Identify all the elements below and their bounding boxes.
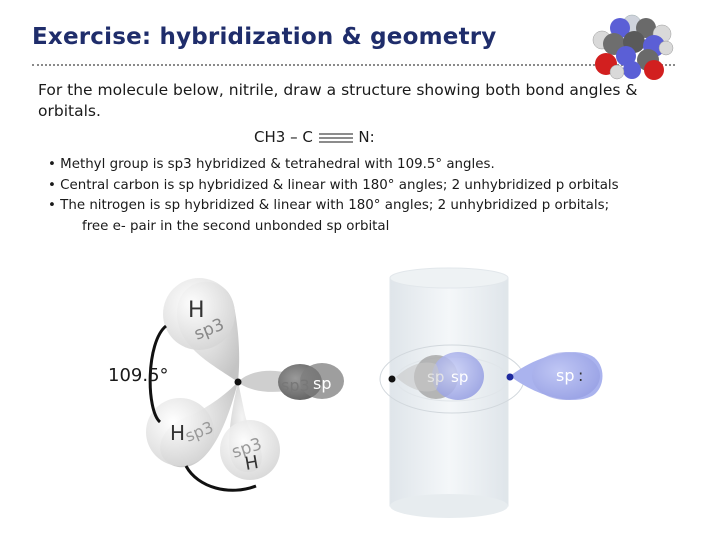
formula-nitrogen-part: N:	[358, 128, 375, 146]
nitrile-formula: CH3 – C N:	[254, 128, 375, 146]
orbital-diagram: 109.5° H sp3 H sp3 sp3 H sp3 sp sp sp sp…	[108, 267, 603, 518]
carbon-carbon-sigma-bond	[278, 363, 344, 400]
exercise-prompt: For the molecule below, nitrile, draw a …	[38, 81, 638, 120]
hydrogen-label-bottom: H	[243, 452, 260, 475]
central-carbon-nucleus	[388, 375, 396, 383]
nitrogen-nucleus	[506, 373, 514, 381]
cc-bond-sp-label: sp	[313, 374, 332, 393]
bullet-nitrogen: • The nitrogen is sp hybridized & linear…	[48, 198, 610, 213]
carbon-nitrogen-sigma-bond	[396, 352, 484, 400]
methyl-carbon-nucleus	[234, 378, 242, 386]
formula-methyl-part: CH3 – C	[254, 128, 313, 146]
methyl-sp3-orbitals	[146, 278, 301, 480]
lone-pair-sp-label: sp	[556, 366, 575, 385]
cc-bond-sp3-label: sp3	[281, 376, 310, 395]
slide-title: Exercise: hybridization & geometry	[32, 24, 497, 50]
lone-pair-dots: :	[578, 366, 583, 385]
bullet-central-carbon: • Central carbon is sp hybridized & line…	[48, 177, 619, 193]
cn-bond-carbon-sp-label: sp	[427, 368, 444, 386]
bullet-methyl: • Methyl group is sp3 hybridized & tetra…	[48, 157, 495, 172]
bond-angle-arc-upper	[148, 324, 168, 424]
hydrogen-label-left: H	[170, 421, 185, 445]
bond-angle-label: 109.5°	[108, 365, 169, 386]
hydrogen-label-top: H	[188, 298, 205, 323]
bond-angle-arc-lower	[184, 465, 257, 492]
bullet-nitrogen-continued: free e- pair in the second unbonded sp o…	[82, 218, 390, 234]
cn-bond-nitrogen-sp-label: sp	[451, 368, 468, 386]
title-divider	[32, 64, 675, 66]
molecule-model-image	[592, 14, 674, 80]
triple-bond-symbol	[318, 132, 354, 144]
explanation-bullets: • Methyl group is sp3 hybridized & tetra…	[48, 155, 698, 237]
lone-pair-lobe-highlight	[532, 352, 600, 400]
